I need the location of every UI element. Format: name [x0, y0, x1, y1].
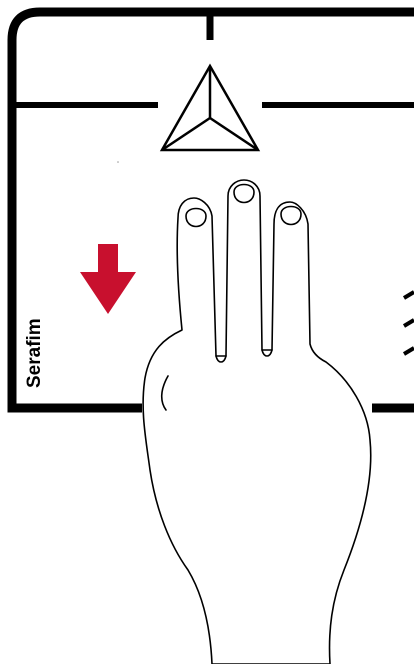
right-edge-marks — [404, 292, 414, 354]
triangle-logo-icon — [162, 66, 258, 150]
hand-three-fingers-icon — [143, 180, 371, 664]
brand-label: Serafim — [24, 298, 46, 388]
speck-mark — [117, 161, 119, 163]
swipe-down-arrow-icon — [80, 244, 136, 314]
